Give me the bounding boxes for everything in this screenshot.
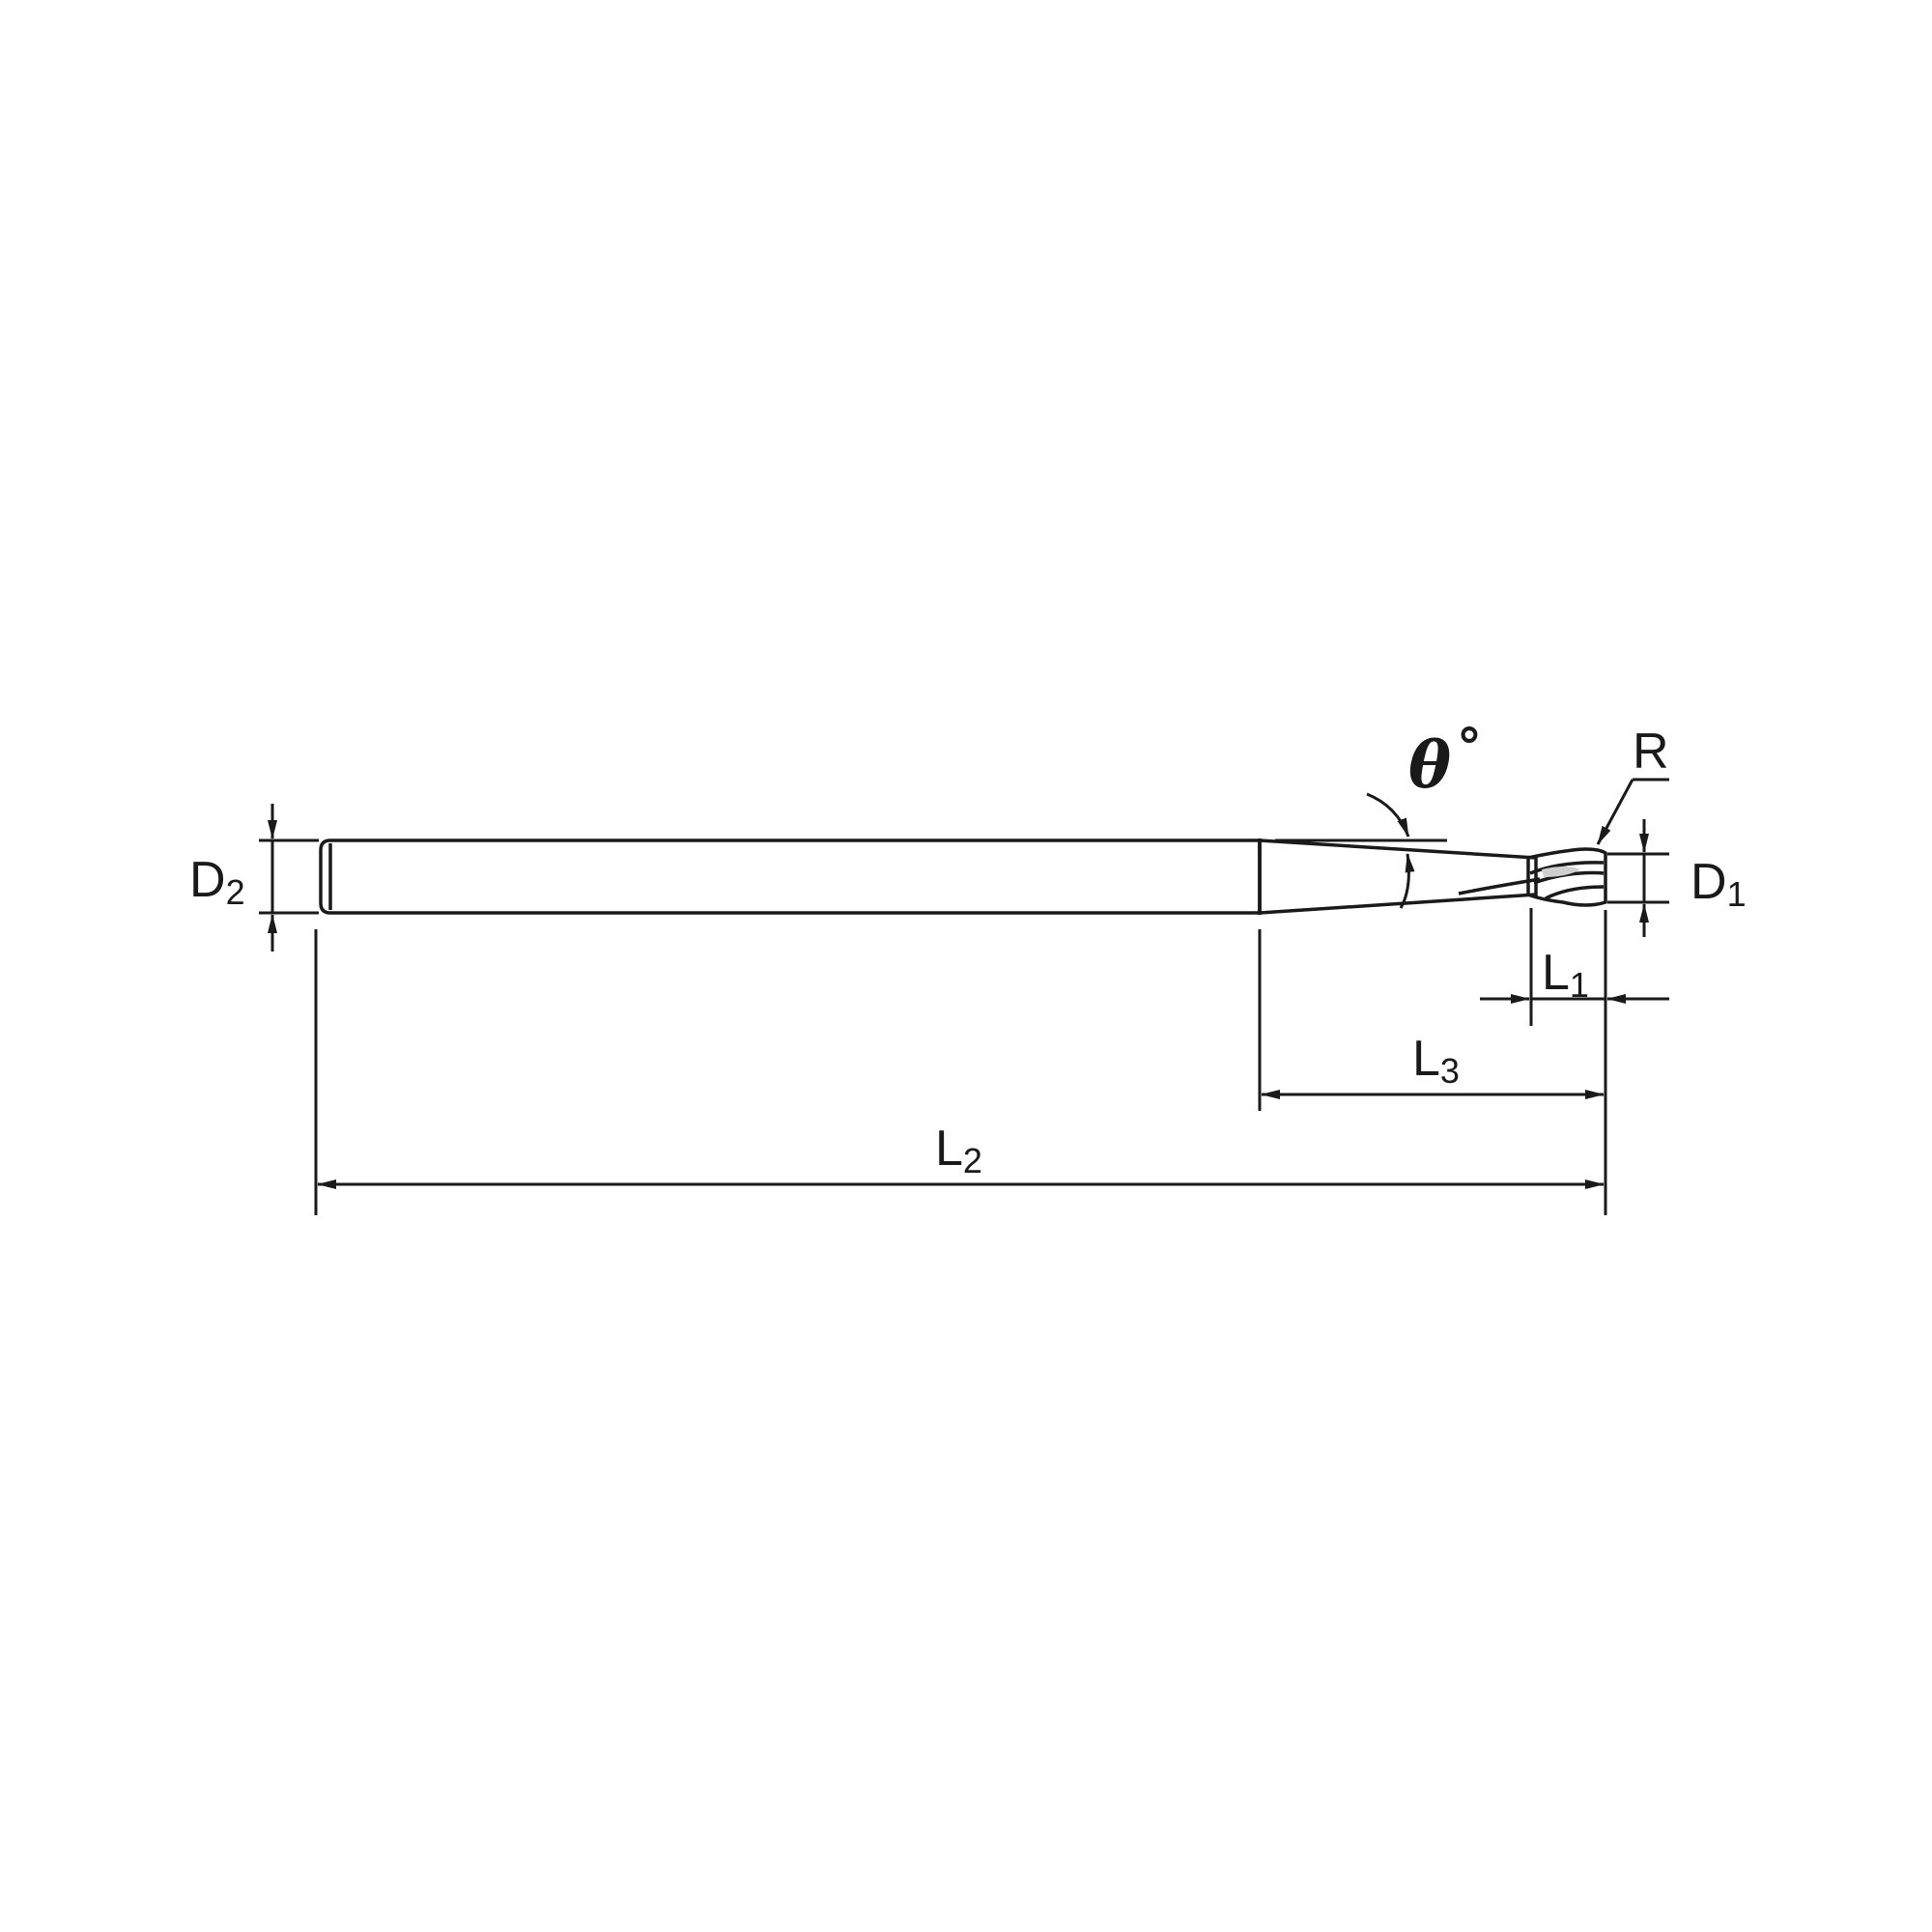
- l3-dimension: L3: [1258, 929, 1605, 1111]
- l1-label: L1: [1542, 945, 1589, 1005]
- flute-edge-2: [1533, 870, 1605, 885]
- l3-label: L3: [1412, 1031, 1460, 1091]
- d1-dimension: D1: [1607, 819, 1747, 937]
- d1-label: D1: [1690, 854, 1747, 914]
- l2-dimension: L2: [314, 929, 1605, 1215]
- cutting-head-outline: [1526, 847, 1607, 907]
- radius-callout: R: [1596, 724, 1669, 845]
- d2-dimension: D2: [189, 804, 319, 952]
- flute-edge-3: [1545, 885, 1605, 900]
- flute-groove: [1542, 867, 1580, 877]
- l1-dimension: L1: [1480, 908, 1669, 1215]
- flute-edge-1: [1529, 861, 1605, 875]
- taper-angle-callout: θ°: [1275, 719, 1482, 909]
- angle-arc-lower: [1399, 853, 1415, 909]
- helix-streak: [1458, 877, 1541, 895]
- l2-label: L2: [935, 1121, 982, 1180]
- d2-label: D2: [189, 852, 245, 912]
- radius-leader-arrow: [1596, 779, 1634, 845]
- tapered-neck: [1258, 838, 1538, 915]
- tool-body: [319, 838, 1607, 915]
- cutting-head: [1458, 847, 1607, 907]
- angle-arrow-upper: [1366, 792, 1410, 838]
- angle-label: θ°: [1408, 719, 1482, 803]
- radius-label: R: [1633, 724, 1669, 780]
- shank: [319, 838, 1262, 915]
